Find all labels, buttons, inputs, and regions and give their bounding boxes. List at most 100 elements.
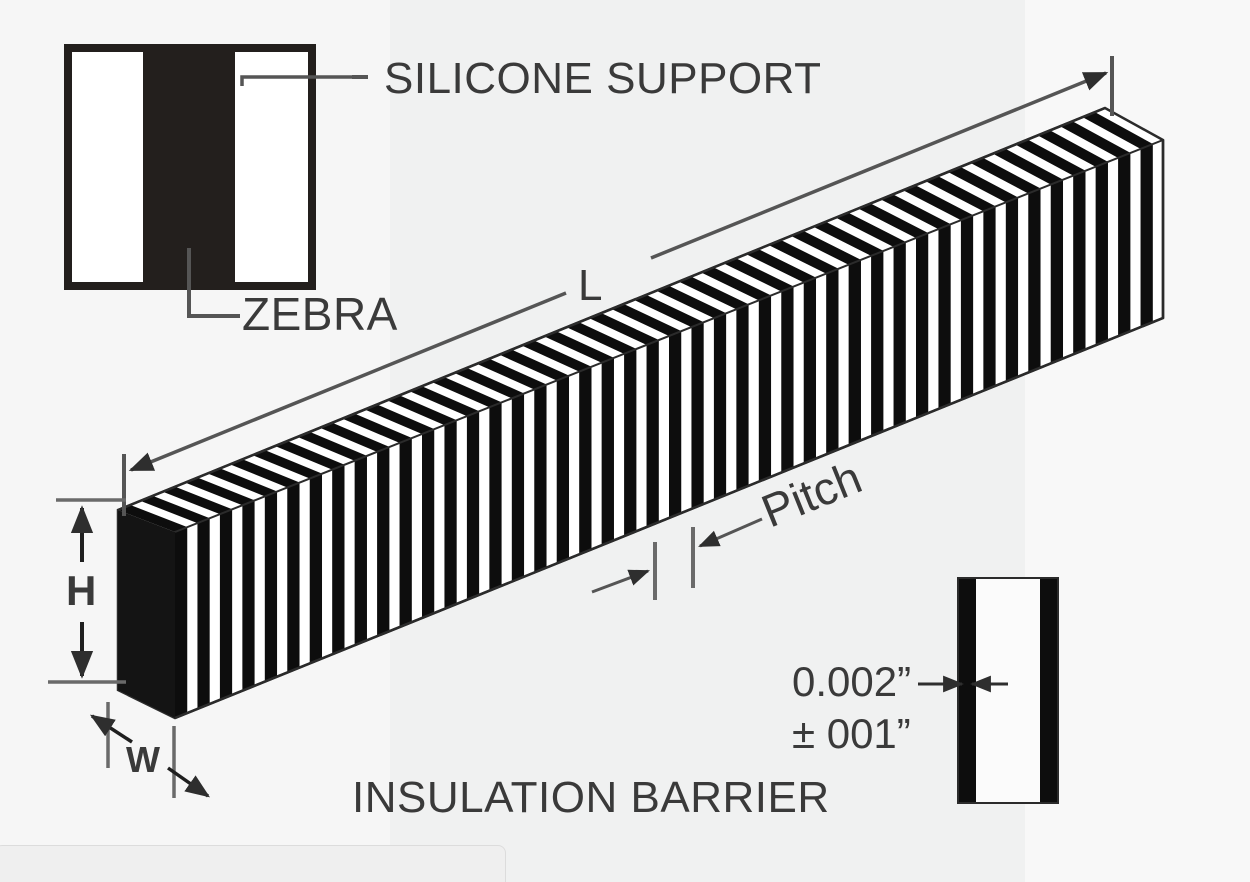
pitch-dimension <box>591 517 763 600</box>
lamination-front-face <box>444 420 457 609</box>
lamination-top-face <box>521 340 592 372</box>
lamination-top-face <box>162 486 233 515</box>
lamination-top-face <box>544 331 614 363</box>
lamination-front-face <box>803 277 817 464</box>
lamination-front-face <box>669 331 682 518</box>
lamination-gap-front-face <box>1107 157 1119 341</box>
lamination-gap-front-face <box>771 291 782 477</box>
lamination-front-face <box>736 304 749 491</box>
zebra-cross-section <box>64 44 316 290</box>
lamination-gap-front-face <box>1040 184 1051 368</box>
lamination-front-face <box>601 357 614 546</box>
length-label: L <box>578 261 602 310</box>
lamination-gap-front-face <box>995 202 1006 386</box>
body-top-front-edge <box>174 139 1164 533</box>
lamination-front-face <box>556 375 570 564</box>
lamination-top-face <box>880 194 951 230</box>
lamination-front-face <box>983 206 996 391</box>
lamination-gap-front-face <box>299 478 310 668</box>
lamination-top-face <box>611 303 682 336</box>
lamination-front-face <box>1028 188 1041 373</box>
lamination-top-face <box>633 294 704 328</box>
lamination-gap-front-face <box>613 353 625 541</box>
length-dim-line-right <box>650 71 1109 260</box>
lamination-gap-front-face <box>546 380 557 568</box>
lamination-gap-front-face <box>928 229 939 413</box>
zebra-connector-body <box>116 106 1165 720</box>
lamination-gap-front-face <box>636 344 647 532</box>
lamination-top-face <box>297 431 367 461</box>
lamination-front-face <box>579 366 592 555</box>
lamination-front-face <box>960 215 974 400</box>
lamination-front-face <box>287 482 300 673</box>
lamination-front-face <box>332 464 345 655</box>
lamination-gap-front-face <box>187 523 198 713</box>
lamination-front-face <box>646 340 659 528</box>
lamination-top-face <box>499 349 570 381</box>
lamination-front-face <box>624 348 637 537</box>
lamination-front-face <box>422 429 435 618</box>
lamination-top-face <box>1015 139 1086 176</box>
lamination-top-face <box>275 441 345 470</box>
body-left-end-cap <box>118 510 175 718</box>
lamination-gap-front-face <box>456 416 467 604</box>
lamination-gap-front-face <box>905 238 916 423</box>
lamination-top-face <box>858 203 929 238</box>
length-dim-line-left <box>128 291 567 472</box>
lamination-gap-front-face <box>344 460 355 650</box>
lamination-gap-front-face <box>1130 148 1141 332</box>
lamination-front-face <box>377 446 390 637</box>
lamination-gap-front-face <box>860 255 872 441</box>
insulation-barrier-detail <box>918 577 1059 804</box>
lamination-top-face <box>970 157 1041 194</box>
lamination-front-face <box>1118 152 1131 337</box>
lamination-top-face <box>364 404 435 434</box>
lamination-front-face <box>826 268 839 455</box>
height-dimension <box>48 498 126 684</box>
lamination-top-face <box>118 504 188 532</box>
lamination-front-face <box>1050 179 1064 364</box>
body-top-back-edge <box>117 106 1106 512</box>
lamination-front-face <box>1005 197 1019 382</box>
lamination-front-face <box>489 402 502 591</box>
lamination-front-face <box>871 250 884 437</box>
lamination-gap-front-face <box>389 442 400 632</box>
lamination-gap-front-face <box>232 505 243 695</box>
silicone-support-leader <box>240 75 368 86</box>
lamination-gap-front-face <box>411 434 422 623</box>
lamination-top-face <box>589 313 659 345</box>
lamination-gap-front-face <box>1085 166 1096 350</box>
lamination-top-face <box>813 221 884 256</box>
lamination-gap-front-face <box>816 273 827 459</box>
lamination-top-face <box>678 276 749 310</box>
lamination-gap-front-face <box>1152 140 1163 323</box>
lamination-top-face <box>566 322 637 354</box>
lamination-front-face <box>893 242 906 428</box>
lamination-gap-front-face <box>1063 175 1074 359</box>
lamination-front-face <box>197 518 210 709</box>
lamination-front-face <box>399 438 412 628</box>
width-label: W <box>126 739 160 780</box>
lamination-top-face <box>746 249 817 283</box>
insulation-barrier-label: INSULATION BARRIER <box>352 773 830 822</box>
bottom-toolbar-panel[interactable] <box>0 845 506 882</box>
zebra-leader <box>187 248 240 318</box>
lamination-front-face <box>916 233 929 418</box>
lamination-front-face <box>781 286 794 473</box>
lamination-gap-front-face <box>973 211 984 395</box>
lamination-front-face <box>242 500 255 691</box>
lamination-top-face <box>140 495 210 524</box>
lamination-top-face <box>925 176 996 212</box>
lamination-gap-front-face <box>1018 193 1029 377</box>
lamination-front-face <box>219 509 233 700</box>
width-arrow-right <box>166 766 211 798</box>
lamination-top-face <box>768 240 839 274</box>
lamination-gap-front-face <box>658 336 669 523</box>
lamination-front-face <box>264 491 278 682</box>
lamination-top-face <box>387 395 457 426</box>
lamination-gap-front-face <box>793 282 804 468</box>
lamination-front-face <box>758 295 772 482</box>
lamination-gap-front-face <box>277 487 288 677</box>
lamination-top-face <box>656 285 727 319</box>
lamination-front-face <box>848 259 861 446</box>
